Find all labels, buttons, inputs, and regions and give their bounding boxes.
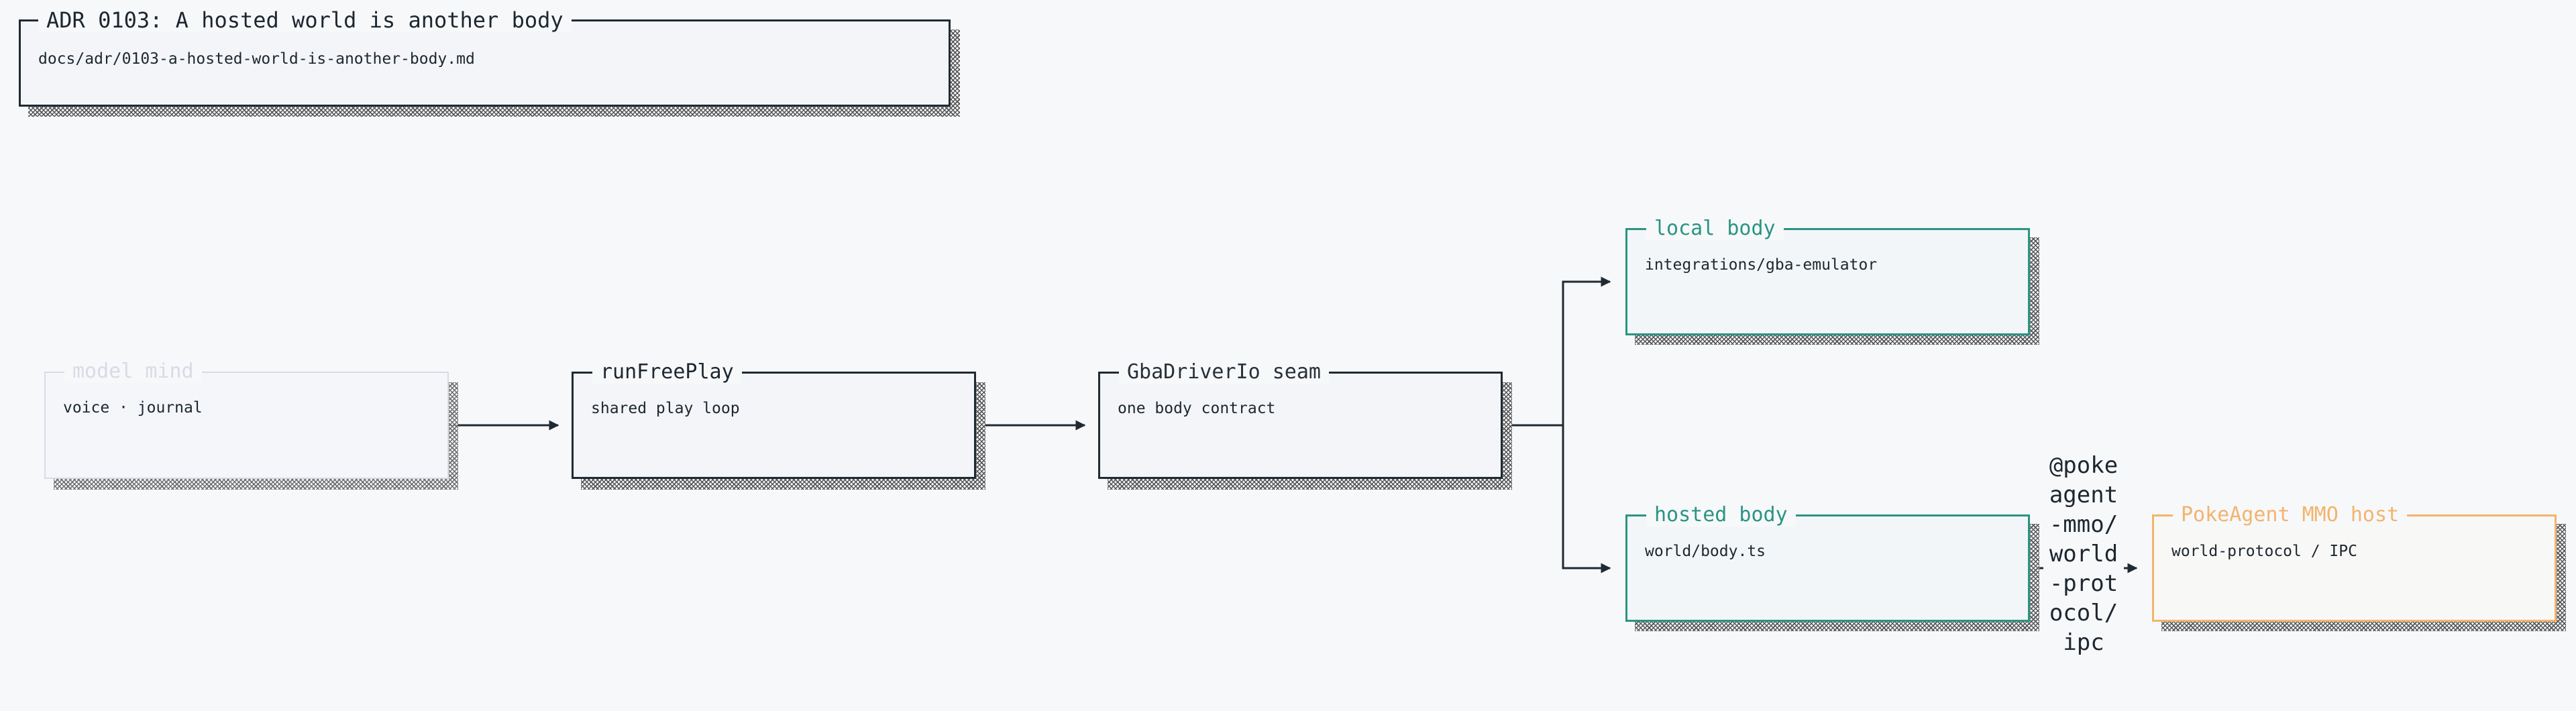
node-title: hosted body xyxy=(1646,504,1796,527)
node-model-mind[interactable]: model mind voice · journal xyxy=(44,360,449,479)
node-detail: shared play loop xyxy=(591,400,740,417)
node-title: GbaDriverIo seam xyxy=(1119,361,1329,384)
node-gba-driver-io-seam[interactable]: GbaDriverIo seam one body contract xyxy=(1098,361,1503,479)
node-detail: world-protocol / IPC xyxy=(2171,543,2357,560)
node-detail: voice · journal xyxy=(63,399,203,417)
node-title: PokeAgent MMO host xyxy=(2173,504,2408,527)
node-title: model mind xyxy=(64,360,202,383)
node-detail: integrations/gba-emulator xyxy=(1645,256,1878,274)
edge-seam-to-local xyxy=(1501,276,1611,427)
adr-title: ADR 0103: A hosted world is another body xyxy=(38,9,572,32)
node-hosted-body[interactable]: hosted body world/body.ts xyxy=(1625,504,2030,622)
node-pokeagent-mmo-host[interactable]: PokeAgent MMO host world-protocol / IPC xyxy=(2152,504,2557,622)
node-detail: one body contract xyxy=(1118,400,1276,417)
adr-path: docs/adr/0103-a-hosted-world-is-another-… xyxy=(38,50,475,68)
edge-label-world-protocol: @pokeagent-mmo/world-protocol/ipc xyxy=(2043,451,2124,657)
node-run-free-play[interactable]: runFreePlay shared play loop xyxy=(572,361,976,479)
node-detail: world/body.ts xyxy=(1645,543,1766,560)
edge-seam-to-hosted xyxy=(1562,425,1611,573)
title-card: ADR 0103: A hosted world is another body… xyxy=(19,9,951,107)
node-title: local body xyxy=(1646,217,1784,240)
node-title: runFreePlay xyxy=(592,361,742,384)
node-local-body[interactable]: local body integrations/gba-emulator xyxy=(1625,217,2030,335)
